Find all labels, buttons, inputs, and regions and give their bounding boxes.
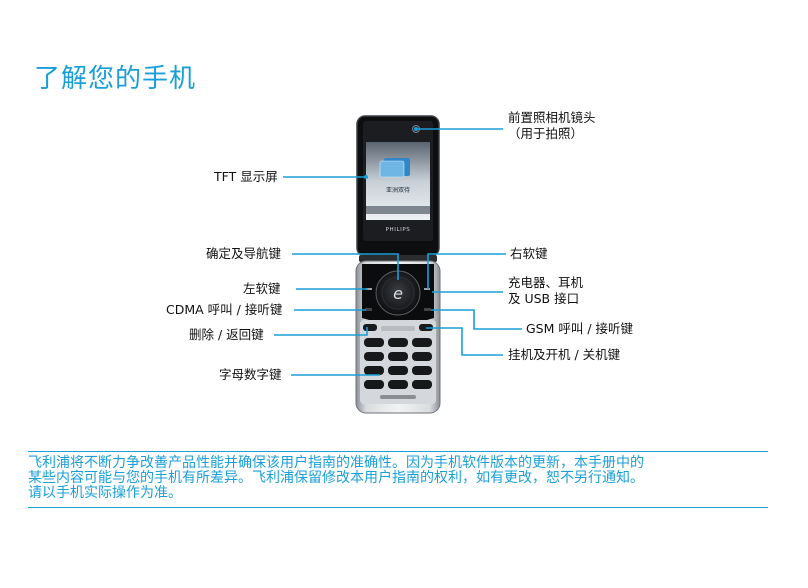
label-right-soft: 右软键 [510,246,548,261]
label-confirm-nav: 确定及导航键 [206,246,282,261]
page-title: 了解您的手机 [34,64,197,94]
notice-text: 飞利浦将不断力争改善产品性能并确保该用户指南的准确性。因为手机软件版本的更新，本… [28,455,644,501]
alphanumeric-keypad [360,320,436,404]
center-key-label: e [393,284,403,303]
label-alnum: 字母数字键 [219,367,282,382]
label-cdma-key: CDMA 呼叫 / 接听键 [166,302,283,317]
notice-top-rule [28,451,768,452]
left-soft-key [366,288,372,290]
label-tft-screen: TFT 显示屏 [214,169,278,184]
label-gsm-key: GSM 呼叫 / 接听键 [526,321,634,336]
right-soft-key [424,288,430,290]
brand-logo: PHILIPS [386,227,411,233]
notice-bottom-rule [28,507,768,508]
label-front-camera: 前置照相机镜头 （用于拍照） [508,110,596,141]
screen-text: 亚洲双待 [386,186,410,194]
label-left-soft: 左软键 [243,281,281,296]
label-delete-back: 删除 / 返回键 [189,327,264,342]
label-charger-port: 充电器、耳机 及 USB 接口 [508,275,584,306]
label-power-key: 挂机及开机 / 关机键 [508,347,621,362]
